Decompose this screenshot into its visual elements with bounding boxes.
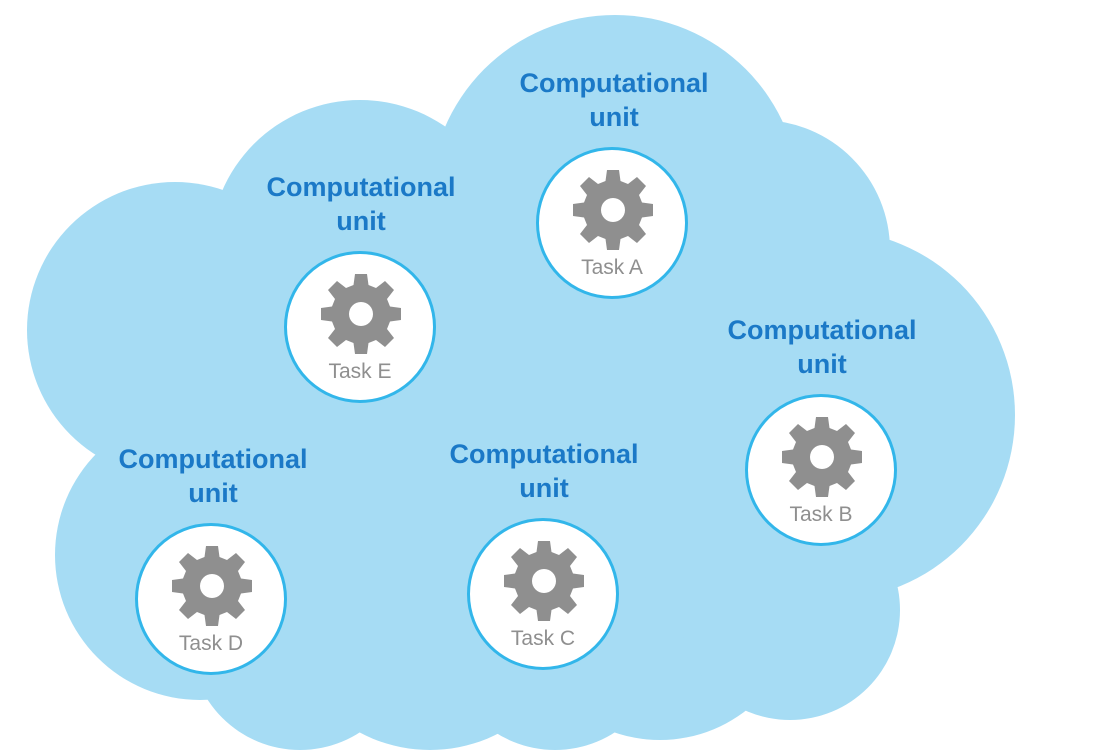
unit-label: Computational unit	[241, 170, 481, 238]
gear-icon	[319, 272, 403, 356]
unit-label: Computational unit	[494, 66, 734, 134]
task-label: Task C	[510, 627, 576, 650]
computational-unit-a: Computational unit	[494, 66, 734, 134]
gear-icon	[502, 539, 586, 623]
unit-label-line2: unit	[336, 206, 386, 236]
task-label: Task B	[789, 503, 853, 526]
task-node-a[interactable]: Task A	[536, 147, 688, 299]
unit-label: Computational unit	[424, 437, 664, 505]
unit-label-line1: Computational	[449, 439, 639, 469]
gear-icon	[571, 168, 655, 252]
task-label: Task D	[178, 632, 244, 655]
task-node-b[interactable]: Task B	[745, 394, 897, 546]
task-label: Task A	[581, 256, 643, 279]
gear-icon	[780, 415, 864, 499]
unit-label-line1: Computational	[519, 68, 709, 98]
unit-label-line1: Computational	[727, 315, 917, 345]
task-node-c[interactable]: Task C	[467, 518, 619, 670]
task-node-e[interactable]: Task E	[284, 251, 436, 403]
computational-unit-e: Computational unit	[241, 170, 481, 238]
unit-label-line2: unit	[589, 102, 639, 132]
unit-label-line2: unit	[797, 349, 847, 379]
computational-unit-c: Computational unit	[424, 437, 664, 505]
computational-unit-b: Computational unit	[702, 313, 942, 381]
computational-unit-d: Computational unit	[93, 442, 333, 510]
unit-label-line2: unit	[519, 473, 569, 503]
unit-label-line1: Computational	[266, 172, 456, 202]
task-node-d[interactable]: Task D	[135, 523, 287, 675]
unit-label-line1: Computational	[118, 444, 308, 474]
unit-label: Computational unit	[702, 313, 942, 381]
unit-label: Computational unit	[93, 442, 333, 510]
gear-icon	[170, 544, 254, 628]
unit-label-line2: unit	[188, 478, 238, 508]
task-label: Task E	[328, 360, 392, 383]
